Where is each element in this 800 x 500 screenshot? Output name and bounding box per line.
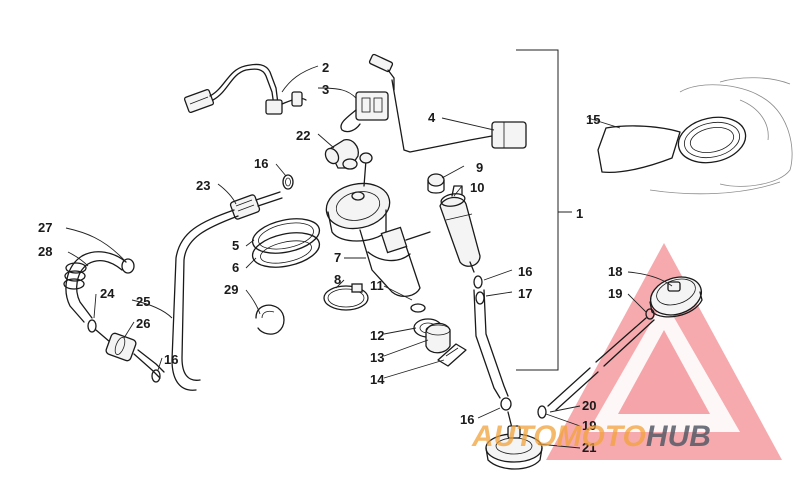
tank-shield-part-15 <box>597 77 793 195</box>
callout-15: 15 <box>586 112 600 127</box>
vent-line-part-19-20 <box>537 308 655 419</box>
callout-21: 21 <box>582 440 596 455</box>
callout-5: 5 <box>232 238 239 253</box>
callout-10: 10 <box>470 180 484 195</box>
callout-16: 16 <box>164 352 178 367</box>
assembly-bracket-part-1 <box>516 49 572 371</box>
callout-29: 29 <box>224 282 238 297</box>
pump-module-part-7 <box>325 152 431 298</box>
callout-13: 13 <box>370 350 384 365</box>
callout-26: 26 <box>136 316 150 331</box>
callout-9: 9 <box>476 160 483 175</box>
callout-27: 27 <box>38 220 52 235</box>
pickup-cap-part-21 <box>485 397 543 470</box>
ground-lead-part-4 <box>391 79 527 153</box>
callout-19: 19 <box>608 286 622 301</box>
svg-text:AUTOMOTOHUB: AUTOMOTOHUB <box>471 420 711 453</box>
automotohub-watermark <box>546 243 782 460</box>
fuel-hose-part-23-25 <box>171 191 283 391</box>
callout-8: 8 <box>334 272 341 287</box>
fuel-hose-right-part-16-17 <box>473 275 509 399</box>
callout-24: 24 <box>100 286 115 301</box>
logo-hub: HUB <box>646 420 711 453</box>
fuel-line-coil-part-27-28 <box>63 251 135 323</box>
tank-cap-part-18 <box>649 276 703 318</box>
callout-11: 11 <box>370 278 384 293</box>
callout-25: 25 <box>136 294 150 309</box>
retaining-ring-part-29 <box>255 304 285 335</box>
callout-16: 16 <box>254 156 268 171</box>
o-ring-part-11 <box>410 303 426 313</box>
seal-ring-part-5 <box>251 218 321 254</box>
callout-28: 28 <box>38 244 52 259</box>
automotohub-logo-text: AUTOMOTOHUB <box>471 420 711 453</box>
callout-18: 18 <box>608 264 622 279</box>
callout-16: 16 <box>518 264 532 279</box>
gasket-part-6 <box>251 232 321 268</box>
hose-clamp-part-16-top <box>282 174 294 190</box>
callout-3: 3 <box>322 82 329 97</box>
callout-23: 23 <box>196 178 210 193</box>
callout-1: 1 <box>576 206 583 221</box>
callout-19: 19 <box>582 418 596 433</box>
callout-labels: 2 3 4 22 16 23 9 10 1 15 27 28 5 6 7 8 2… <box>38 60 622 455</box>
callout-17: 17 <box>518 286 532 301</box>
retainer-clip-part-14 <box>437 343 467 367</box>
elbow-fitting-part-22 <box>324 139 359 170</box>
callout-4: 4 <box>428 110 436 125</box>
wiring-harness-part-2 <box>183 63 307 115</box>
callout-7: 7 <box>334 250 341 265</box>
filter-strainer-part-13 <box>425 322 451 354</box>
fuel-filter-part-26 <box>95 329 165 383</box>
callout-22: 22 <box>296 128 310 143</box>
leader-lines <box>65 65 673 449</box>
callout-14: 14 <box>370 372 385 387</box>
logo-moto: MOTO <box>556 420 645 453</box>
logo-auto: AUTO <box>471 420 556 453</box>
clamp-part-8 <box>323 283 369 311</box>
callout-20: 20 <box>582 398 596 413</box>
clamp-part-24 <box>87 319 97 333</box>
callout-2: 2 <box>322 60 329 75</box>
fuel-pump-part-9-10 <box>427 173 481 273</box>
sender-harness-part-3 <box>340 53 395 133</box>
callout-16: 16 <box>460 412 474 427</box>
callout-12: 12 <box>370 328 384 343</box>
callout-6: 6 <box>232 260 239 275</box>
